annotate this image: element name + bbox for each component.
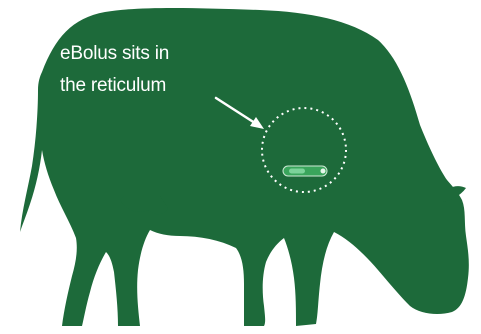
caption-line-2: the reticulum	[60, 70, 260, 102]
diagram-caption: eBolus sits in the reticulum	[60, 38, 260, 102]
bolus-device-icon	[283, 166, 327, 176]
caption-line-1: eBolus sits in	[60, 38, 260, 70]
